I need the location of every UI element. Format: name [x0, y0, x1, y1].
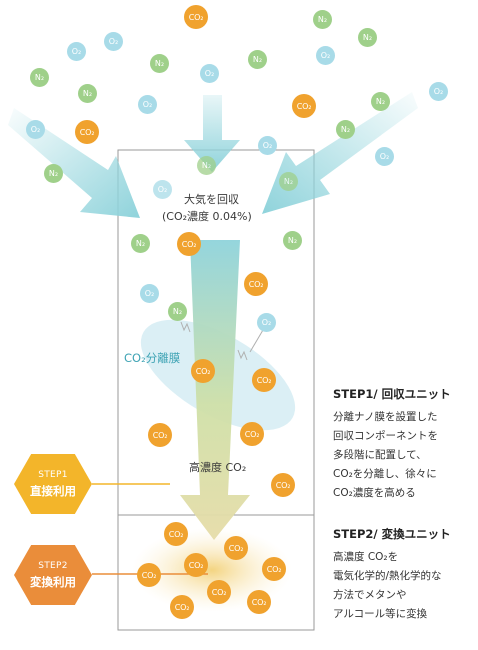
o2-molecule: O₂ [104, 32, 123, 51]
n2-molecule: N₂ [168, 302, 187, 321]
co2-molecule: CO₂ [177, 232, 201, 256]
co2-molecule: CO₂ [207, 580, 231, 604]
step1-line: 回収コンポーネントを [333, 430, 438, 442]
n2-molecule: N₂ [78, 84, 97, 103]
o2-molecule: O₂ [67, 42, 86, 61]
o2-molecule: O₂ [200, 64, 219, 83]
arrow-from-right [262, 92, 418, 214]
membrane-pass-mark [237, 349, 248, 361]
step1-line: CO₂濃度を高める [333, 487, 416, 499]
co2-molecule: CO₂ [184, 5, 208, 29]
n2-molecule: N₂ [313, 10, 332, 29]
co2-molecule: CO₂ [262, 557, 286, 581]
step2-line: 方法でメタンや [333, 589, 407, 601]
co2-molecule: CO₂ [148, 423, 172, 447]
o2-molecule: O₂ [375, 147, 394, 166]
step2-title: STEP2/ 変換ユニット [333, 527, 451, 541]
step1-title: STEP1/ 回収ユニット [333, 387, 451, 401]
step2-hexagon: STEP2 変換利用 [14, 545, 92, 605]
n2-molecule: N₂ [283, 231, 302, 250]
co2-molecule: CO₂ [252, 368, 276, 392]
co2-molecule: CO₂ [247, 590, 271, 614]
co2-molecule: CO₂ [170, 595, 194, 619]
co2-molecule: CO₂ [292, 94, 316, 118]
o2-molecule: O₂ [257, 313, 276, 332]
step1-line: 分離ナノ膜を設置した [333, 411, 438, 423]
n2-molecule: N₂ [30, 68, 49, 87]
step2-line: アルコール等に変換 [333, 608, 428, 620]
step1-hex-small: STEP1 [38, 469, 68, 480]
n2-molecule: N₂ [371, 92, 390, 111]
co2-molecule: CO₂ [164, 522, 188, 546]
o2-molecule: O₂ [140, 284, 159, 303]
co2-molecule: CO₂ [271, 473, 295, 497]
o2-molecule: O₂ [153, 180, 172, 199]
o2-molecule: O₂ [429, 82, 448, 101]
arrow-from-top [184, 95, 240, 172]
o2-molecule: O₂ [26, 120, 45, 139]
n2-molecule: N₂ [358, 28, 377, 47]
n2-molecule: N₂ [248, 50, 267, 69]
co2-molecule: CO₂ [75, 120, 99, 144]
n2-molecule: N₂ [131, 234, 150, 253]
step1-hex-title: 直接利用 [30, 483, 76, 498]
co2-molecule: CO₂ [184, 553, 208, 577]
co2-molecule: CO₂ [137, 563, 161, 587]
step2-line: 高濃度 CO₂を [333, 551, 399, 563]
step1-line: CO₂を分離し、徐々に [333, 468, 437, 480]
n2-molecule: N₂ [279, 172, 298, 191]
n2-molecule: N₂ [197, 156, 216, 175]
membrane-pass-mark [180, 321, 191, 333]
step2-line: 電気化学的/熱化学的な [333, 570, 442, 582]
co2-molecule: CO₂ [240, 422, 264, 446]
n2-molecule: N₂ [44, 164, 63, 183]
high-concentration-label: 高濃度 CO₂ [189, 461, 247, 474]
membrane-pass-mark [249, 329, 264, 353]
co2-molecule: CO₂ [224, 536, 248, 560]
co2-molecule: CO₂ [244, 272, 268, 296]
air-capture-label: 大気を回収 [184, 193, 239, 206]
step2-hex-title: 変換利用 [30, 574, 76, 589]
step1-line: 多段階に配置して、 [333, 449, 427, 461]
central-arrow [180, 240, 250, 540]
o2-molecule: O₂ [258, 136, 277, 155]
n2-molecule: N₂ [336, 120, 355, 139]
step1-description: STEP1/ 回収ユニット 分離ナノ膜を設置した 回収コンポーネントを 多段階に… [333, 386, 478, 503]
co2-molecule: CO₂ [191, 359, 215, 383]
membrane-label: CO₂分離膜 [124, 351, 181, 365]
step2-hex-small: STEP2 [38, 560, 68, 571]
n2-molecule: N₂ [150, 54, 169, 73]
step1-hexagon: STEP1 直接利用 [14, 454, 92, 514]
o2-molecule: O₂ [316, 46, 335, 65]
air-concentration-label: (CO₂濃度 0.04%) [162, 210, 252, 223]
step2-description: STEP2/ 変換ユニット 高濃度 CO₂を 電気化学的/熱化学的な 方法でメタ… [333, 526, 478, 624]
o2-molecule: O₂ [138, 95, 157, 114]
